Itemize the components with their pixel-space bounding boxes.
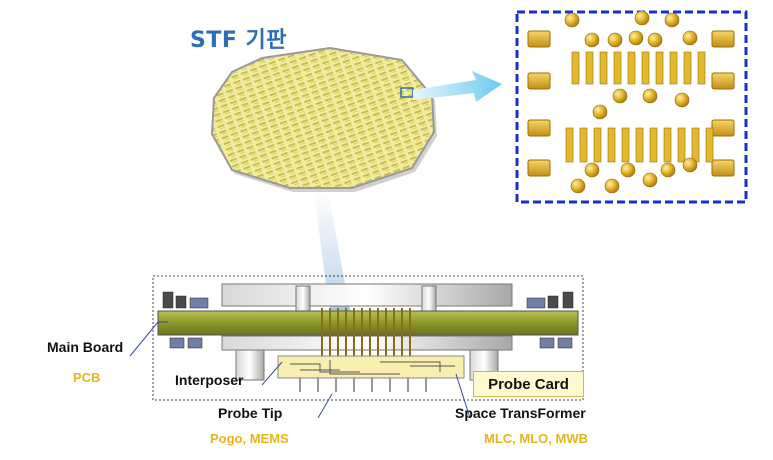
- wafer-disk: [210, 46, 437, 192]
- solder-ball: [642, 172, 658, 188]
- solder-ball: [620, 162, 636, 178]
- solder-ball: [564, 12, 580, 28]
- trace-bar: [599, 51, 608, 85]
- solder-ball: [570, 178, 586, 194]
- trace-bar: [663, 127, 672, 163]
- zoom-arrow: [413, 71, 502, 102]
- label-pogo-mems: Pogo, MEMS: [210, 431, 289, 446]
- trace-bar: [565, 127, 574, 163]
- projection-funnel: [314, 192, 358, 345]
- solder-ball: [584, 32, 600, 48]
- solder-ball: [682, 30, 698, 46]
- solder-ball: [642, 88, 658, 104]
- trace-bar: [697, 51, 706, 85]
- trace-bar: [571, 51, 580, 85]
- solder-ball: [674, 92, 690, 108]
- label-space-transformer: Space TransFormer: [455, 405, 586, 421]
- solder-ball: [607, 32, 623, 48]
- trace-bar: [691, 127, 700, 163]
- probe-card-assembly: [129, 275, 584, 419]
- solder-ball: [584, 162, 600, 178]
- trace-bar: [649, 127, 658, 163]
- solder-ball: [682, 157, 698, 173]
- trace-bar: [593, 127, 602, 163]
- solder-ball: [634, 10, 650, 26]
- solder-ball: [592, 104, 608, 120]
- solder-ball: [664, 12, 680, 28]
- label-interposer: Interposer: [175, 372, 244, 388]
- label-mlc-mlo-mwb: MLC, MLO, MWB: [484, 431, 588, 446]
- trace-bar: [641, 51, 650, 85]
- trace-bar: [677, 127, 686, 163]
- trace-bar: [669, 51, 678, 85]
- label-probe-card: Probe Card: [473, 371, 584, 397]
- wafer-title: STF 기판: [190, 28, 288, 53]
- trace-bar: [607, 127, 616, 163]
- trace-bar: [613, 51, 622, 85]
- label-main-board: Main Board: [47, 339, 124, 355]
- zoom-detail-box: [515, 10, 748, 204]
- label-pcb: PCB: [73, 370, 101, 385]
- solder-ball: [612, 88, 628, 104]
- trace-bar: [655, 51, 664, 85]
- trace-bar: [635, 127, 644, 163]
- solder-ball: [628, 30, 644, 46]
- trace-bar: [585, 51, 594, 85]
- trace-bar: [627, 51, 636, 85]
- trace-bar: [579, 127, 588, 163]
- trace-bar: [621, 127, 630, 163]
- trace-bar: [683, 51, 692, 85]
- solder-ball: [660, 162, 676, 178]
- label-probe-tip: Probe Tip: [218, 405, 283, 421]
- trace-bar: [705, 127, 714, 163]
- solder-ball: [647, 32, 663, 48]
- solder-ball: [604, 178, 620, 194]
